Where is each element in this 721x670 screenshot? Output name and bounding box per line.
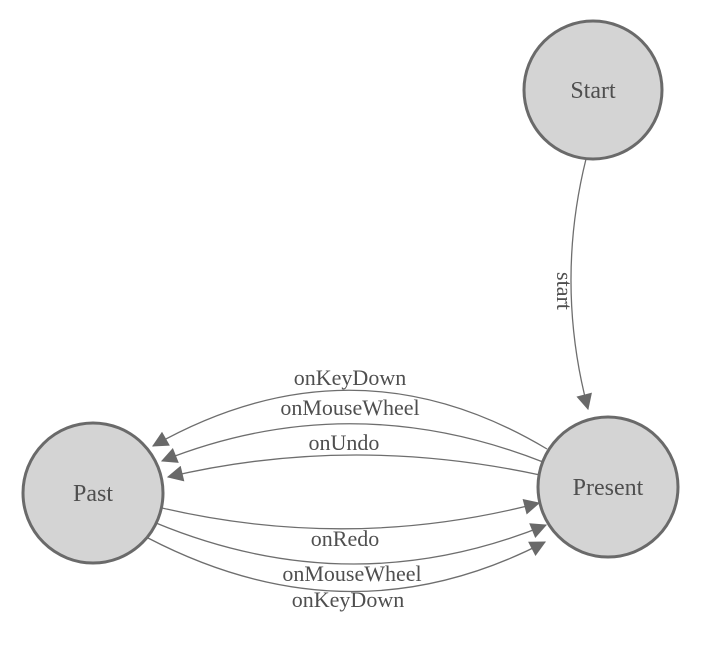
state-label-past: Past <box>73 481 113 507</box>
edge-start-to-present <box>570 158 592 411</box>
state-label-start: Start <box>570 78 616 104</box>
edge-present-to-past-undo <box>166 454 541 482</box>
state-node-present <box>536 415 680 559</box>
edge-label-onkeydown-top: onKeyDown <box>294 365 406 390</box>
edge-past-to-present-redo <box>161 499 541 530</box>
state-node-start <box>522 19 664 161</box>
edge-label-onkeydown-bottom: onKeyDown <box>292 587 404 612</box>
edge-label-onredo: onRedo <box>311 526 379 551</box>
edge-past-to-present-mousewheel <box>155 522 548 565</box>
edge-past-to-present-keydown <box>147 537 546 593</box>
edge-label-onundo: onUndo <box>309 430 380 455</box>
edge-label-onmousewheel-bottom: onMouseWheel <box>282 561 421 586</box>
edge-present-to-past-mousewheel <box>160 423 544 463</box>
edge-label-start: start <box>552 272 577 310</box>
state-node-past <box>21 421 165 565</box>
state-label-present: Present <box>573 475 644 501</box>
edge-label-onmousewheel-top: onMouseWheel <box>280 395 419 420</box>
edge-present-to-past-keydown <box>152 389 548 450</box>
